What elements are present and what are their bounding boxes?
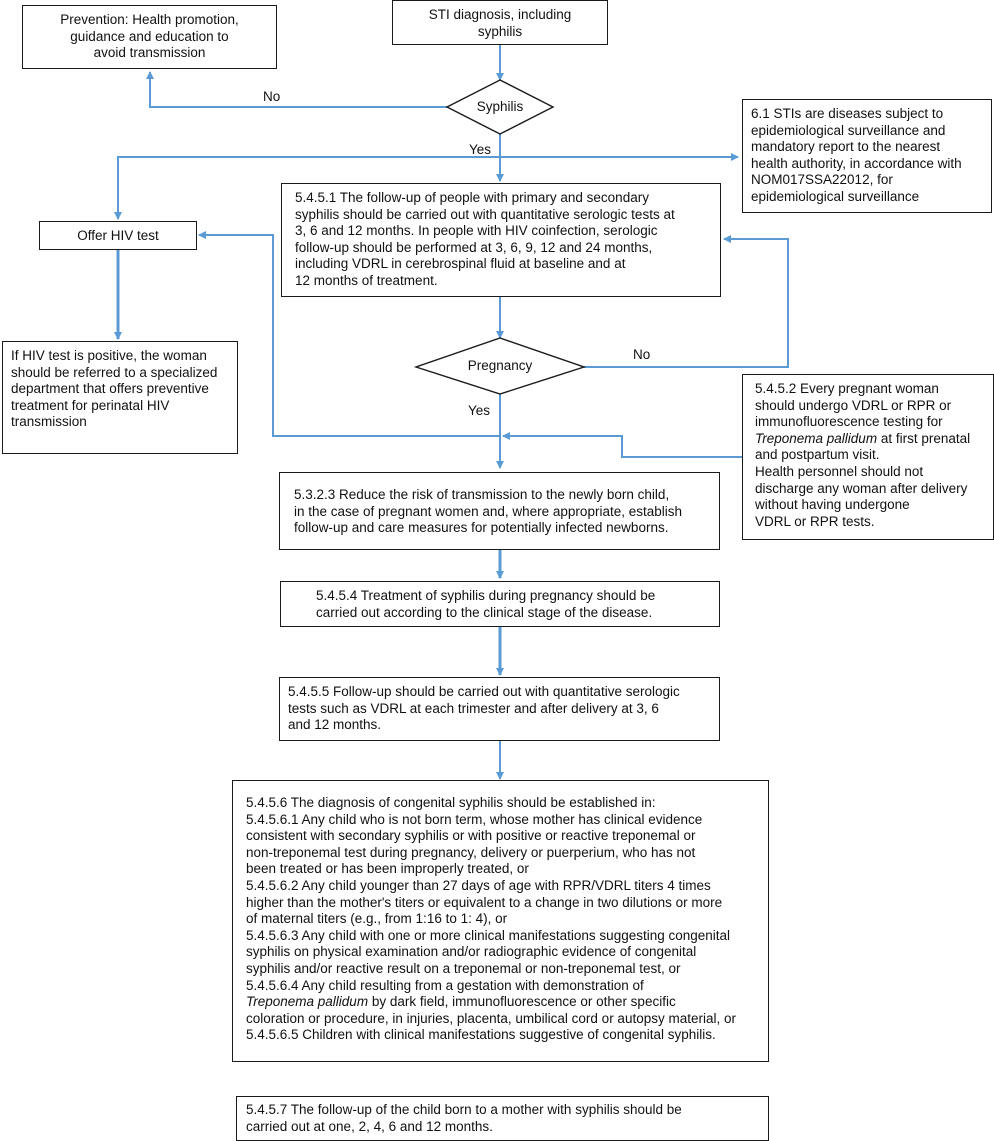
decision-syphilis-label: Syphilis — [476, 99, 524, 114]
node-text-line: 5.4.5.7 The follow-up of the child born … — [246, 1102, 682, 1117]
node-congenital-diagnosis-5-4-5-6: 5.4.5.6 The diagnosis of congenital syph… — [232, 780, 769, 1062]
node-text-line: syphilis on physical examination and/or … — [246, 944, 697, 960]
node-text-line: Health personnel should not — [755, 463, 924, 479]
node-text-line: 6.1 STIs are diseases subject to — [751, 106, 944, 121]
node-text-line: 5.4.5.5 Follow-up should be carried out … — [288, 684, 680, 699]
edge-label-pregnancy-yes: Yes — [468, 403, 491, 418]
node-text-line: been treated or has been improperly trea… — [246, 861, 529, 877]
arrow-yes-to-hiv-test — [114, 156, 500, 220]
node-text-line: 5.4.5.6.3 Any child with one or more cli… — [246, 927, 731, 943]
node-text-line: immunofluorescence testing for — [755, 414, 943, 430]
node-text-line: carried out at one, 2, 4, 6 and 12 month… — [246, 1118, 493, 1134]
node-text-line: health authority, in accordance with — [751, 155, 962, 171]
node-text-line: of maternal titers (e.g., from 1:16 to 1… — [246, 911, 508, 927]
node-text-line: 5.4.5.6.4 Any child resulting from a ges… — [246, 977, 644, 993]
node-text-line: follow-up should be performed at 3, 6, 9… — [295, 239, 653, 255]
node-sti-diagnosis: STI diagnosis, including syphilis — [392, 0, 608, 45]
node-followup-5-4-5-1: 5.4.5.1 The follow-up of people with pri… — [281, 183, 721, 297]
node-text-line: If HIV test is positive, the woman — [11, 348, 207, 363]
node-text-fragment: by dark field, immunofluorescence or oth… — [368, 994, 676, 1010]
node-text-line: syphilis and/or reactive result on a tre… — [246, 960, 681, 976]
edge-label-syphilis-yes: Yes — [469, 142, 492, 157]
decision-pregnancy-label: Pregnancy — [467, 358, 533, 373]
node-text-line: STI diagnosis, including — [428, 7, 572, 22]
node-text-line: epidemiological surveillance — [751, 188, 920, 204]
node-text-line: Prevention: Health promotion, — [60, 12, 239, 27]
node-text-line: 3, 6 and 12 months. In people with HIV c… — [295, 223, 658, 239]
node-text-line: mandatory report to the nearest — [751, 139, 941, 155]
node-text-line: syphilis should be carried out with quan… — [295, 206, 675, 222]
node-text-line: and 12 months. — [288, 717, 382, 733]
node-text-line: 5.4.5.6.5 Children with clinical manifes… — [246, 1027, 716, 1043]
node-text-line: should undergo VDRL or RPR or — [755, 397, 952, 413]
edge-label-syphilis-no: No — [263, 89, 281, 104]
node-text-line: including VDRL in cerebrospinal fluid at… — [295, 256, 626, 272]
node-text-line: transmission — [11, 414, 87, 430]
arrow-pregnancy-no-to-5451 — [584, 235, 789, 368]
node-text-line: 5.4.5.6 The diagnosis of congenital syph… — [246, 795, 656, 810]
node-followup-5-4-5-5: 5.4.5.5 Follow-up should be carried out … — [279, 677, 720, 741]
node-text-line: should be referred to a specialized — [11, 364, 218, 380]
node-text-line: 5.4.5.6.1 Any child who is not born term… — [246, 811, 703, 827]
species-name: Treponema pallidum — [755, 430, 878, 446]
node-text-line: 5.4.5.6.2 Any child younger than 27 days… — [246, 877, 711, 893]
node-text-line: 5.4.5.2 Every pregnant woman — [755, 381, 939, 396]
node-text-line: and postpartum visit. — [755, 447, 880, 463]
node-text-line: non-treponemal test during pregnancy, de… — [246, 844, 696, 860]
node-text-line: department that offers preventive — [11, 381, 209, 397]
node-text-line: epidemiological surveillance and — [751, 122, 946, 138]
node-text-line: Treponema pallidum by dark field, immuno… — [246, 994, 768, 1011]
species-name: Treponema pallidum — [246, 994, 369, 1010]
node-text-line: Treponema pallidum at first prenatal — [755, 431, 993, 448]
node-text-line: higher than the mother's titers or equiv… — [246, 894, 723, 910]
node-text-line: carried out according to the clinical st… — [316, 604, 653, 620]
node-text-line: avoid transmission — [93, 45, 206, 61]
node-text-line: 5.4.5.4 Treatment of syphilis during pre… — [316, 588, 656, 603]
node-prevention: Prevention: Health promotion, guidance a… — [22, 5, 277, 69]
arrow-junction-to-hiv-test — [198, 231, 500, 437]
node-text-line: syphilis — [477, 23, 523, 39]
node-text-line: in the case of pregnant women and, where… — [294, 503, 682, 519]
node-text-line: 5.4.5.1 The follow-up of people with pri… — [295, 190, 649, 205]
arrow-syphilis-no-to-prevention — [146, 71, 447, 108]
edge-label-pregnancy-no: No — [633, 347, 651, 362]
node-text-line: tests such as VDRL at each trimester and… — [288, 700, 659, 716]
node-text-line: without having undergone — [755, 497, 910, 513]
node-text-line: 5.3.2.3 Reduce the risk of transmission … — [294, 487, 670, 502]
node-text-line: coloration or procedure, in injuries, pl… — [246, 1010, 736, 1026]
node-text-line: VDRL or RPR tests. — [755, 513, 875, 529]
node-text-fragment: at first prenatal — [877, 430, 971, 446]
node-text-line: treatment for perinatal HIV — [11, 397, 170, 413]
node-surveillance-6-1: 6.1 STIs are diseases subject to epidemi… — [742, 99, 992, 213]
node-text-line: consistent with secondary syphilis or wi… — [246, 828, 696, 844]
node-treatment-5-4-5-4: 5.4.5.4 Treatment of syphilis during pre… — [280, 581, 720, 627]
node-hiv-positive-referral: If HIV test is positive, the woman shoul… — [2, 341, 238, 454]
node-text-line: discharge any woman after delivery — [755, 480, 968, 496]
node-text-line: 12 months of treatment. — [295, 272, 438, 288]
arrow-5452-to-junction — [502, 432, 742, 458]
node-text-line: NOM017SSA22012, for — [751, 172, 893, 188]
node-vdrl-5-4-5-2: 5.4.5.2 Every pregnant woman should unde… — [742, 374, 994, 540]
decision-syphilis-diamond — [445, 79, 555, 135]
decision-pregnancy-diamond — [413, 337, 587, 395]
node-text-line: guidance and education to — [70, 28, 229, 44]
node-text-line: follow-up and care measures for potentia… — [294, 520, 669, 536]
node-text-line: Offer HIV test — [77, 228, 159, 243]
node-offer-hiv-test: Offer HIV test — [39, 221, 197, 250]
node-child-followup-5-4-5-7: 5.4.5.7 The follow-up of the child born … — [236, 1096, 769, 1141]
node-reduce-risk-5-3-2-3: 5.3.2.3 Reduce the risk of transmission … — [279, 472, 720, 550]
